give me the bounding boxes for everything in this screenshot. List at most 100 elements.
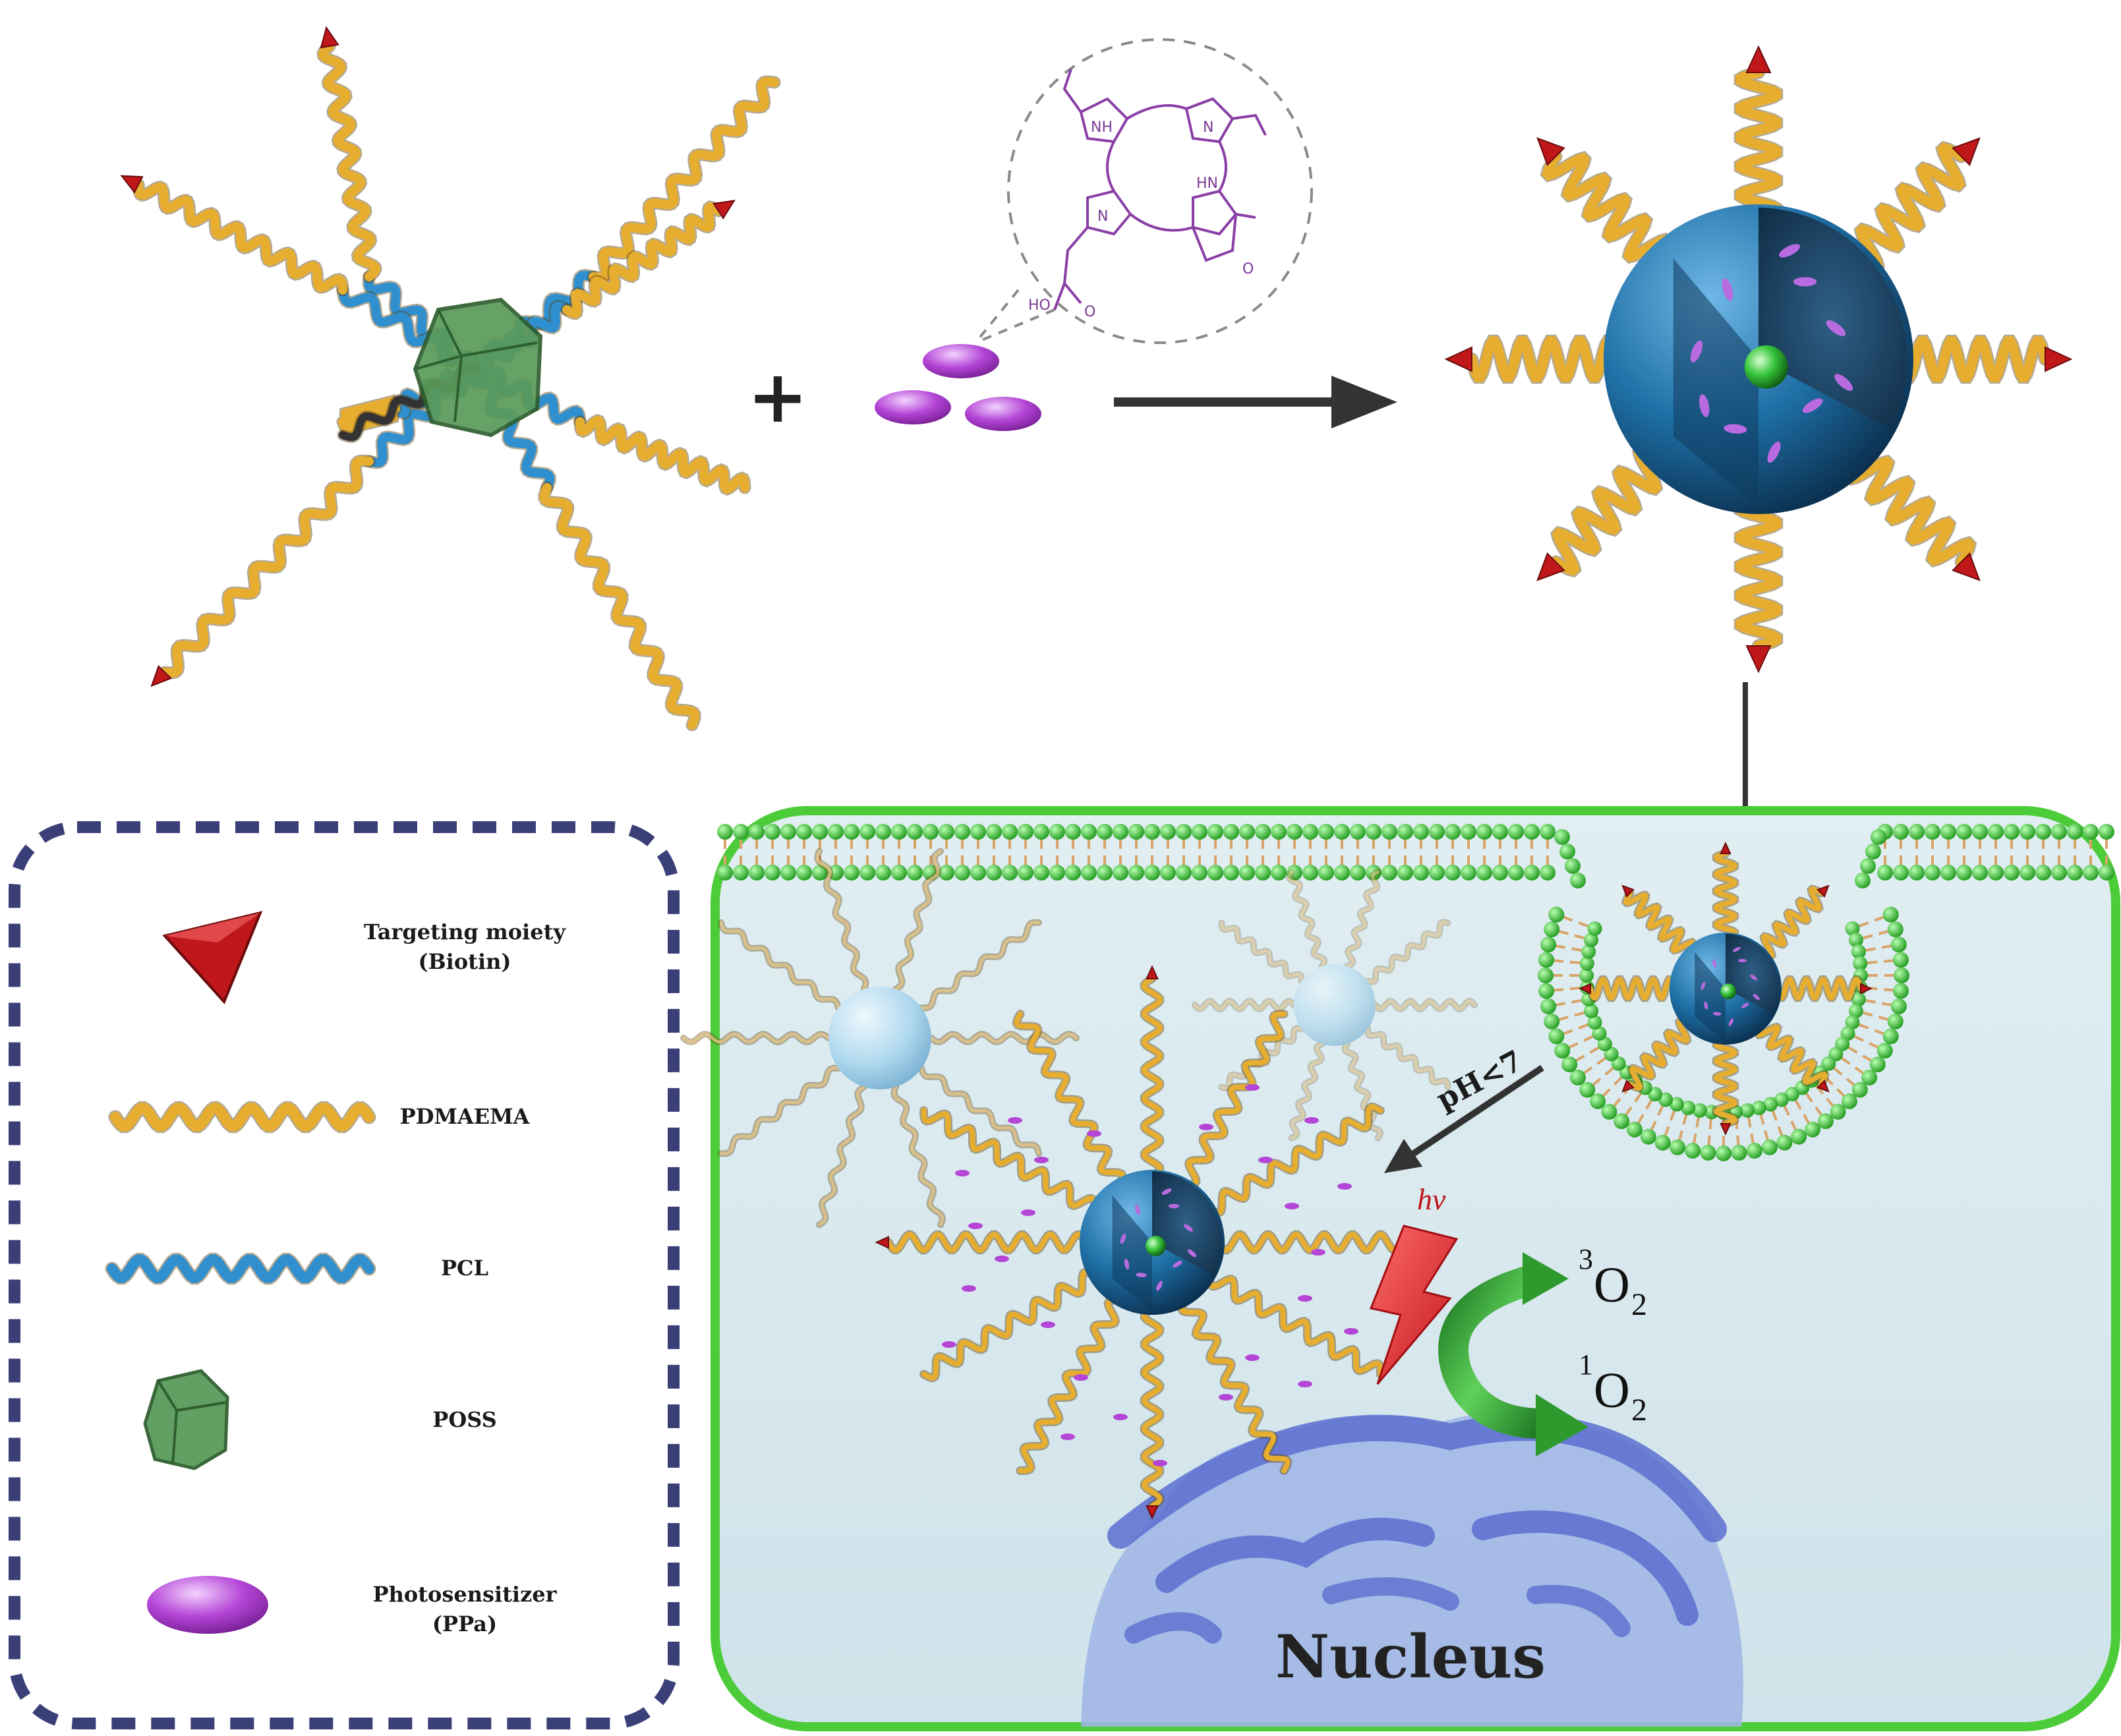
membrane-right-head-bot-1 [1893, 865, 1909, 881]
membrane-left-head-top-46 [1445, 824, 1461, 840]
pdmaema-arm-1 [134, 180, 347, 295]
legend-ppa-icon [147, 1576, 268, 1634]
membrane-right-head-bot-13 [2083, 865, 2099, 881]
released-ppa-23 [1153, 1460, 1167, 1466]
pit-head-in--5 [1853, 956, 1868, 971]
n-label-2: N [1097, 208, 1108, 225]
endo-micelle-corona-0 [1714, 851, 1737, 940]
membrane-left-head-top-4 [780, 824, 796, 840]
membrane-left-head-bot-15 [954, 865, 970, 881]
pale-micelle-right-corona-8 [1345, 870, 1380, 968]
pit-head-in-10 [1851, 992, 1866, 1007]
released-ppa-6 [1285, 1203, 1299, 1209]
center-micelle-ppa-7 [1124, 1258, 1130, 1270]
membrane-left-head-top-21 [1049, 824, 1065, 840]
membrane-right-head-bot-14 [2099, 865, 2114, 881]
pale-micelle-right-corona-7 [1287, 870, 1326, 968]
membrane-left-head-bot-34 [1255, 865, 1271, 881]
membrane-left-head-top-28 [1160, 824, 1176, 840]
pit-head-out-100 [1685, 1142, 1701, 1159]
membrane-left-head-bot-38 [1318, 865, 1334, 881]
pit-head-out-130 [1601, 1103, 1617, 1120]
pit-head-out-140 [1579, 1082, 1596, 1098]
pit-head-in--10 [1851, 944, 1866, 959]
membrane-left-head-top-40 [1350, 824, 1366, 840]
membrane-left-head-top-10 [875, 824, 891, 840]
legend-pdmaema-chain [110, 1103, 374, 1132]
membrane-right-head-top-3 [1925, 824, 1940, 840]
pale-micelle-left-corona-2 [892, 1085, 944, 1227]
membrane-right-head-top-4 [1940, 824, 1956, 840]
pdmaema-arm-6 [160, 456, 374, 678]
singlet-oxygen-sub: 2 [1631, 1393, 1647, 1428]
plus-sign: + [747, 354, 808, 439]
pit-head-out-105 [1670, 1139, 1686, 1155]
pit-head-out-35 [1861, 1069, 1878, 1085]
big-micelle-ppa-1 [1826, 320, 1846, 337]
center-micelle-corona-3 [1216, 1232, 1418, 1253]
endo-micelle-ppa-6 [1753, 994, 1760, 1000]
released-ppa-22 [942, 1341, 956, 1348]
released-ppa-15 [1060, 1433, 1075, 1440]
pit-head-in-80 [1740, 1103, 1755, 1118]
big-micelle-ppa-3 [1690, 340, 1703, 362]
membrane-left-head-bot-28 [1160, 865, 1176, 881]
big-micelle-ppa-4 [1802, 398, 1823, 413]
released-ppa-8 [1298, 1295, 1312, 1302]
legend-poss-label: POSS [432, 1407, 496, 1432]
pit-head-out-200 [1548, 906, 1565, 923]
membrane-left-head-bot-50 [1508, 865, 1524, 881]
neck-left-3 [1570, 873, 1586, 888]
membrane-left-head-top-33 [1239, 824, 1255, 840]
center-micelle-corona-7 [1018, 1297, 1122, 1474]
endo-micelle-corona-4 [1714, 1037, 1737, 1126]
released-ppa-5 [1258, 1157, 1273, 1163]
pit-head-in-100 [1692, 1103, 1707, 1118]
released-ppa-24 [1304, 1117, 1319, 1124]
pit-head-out-90 [1716, 1145, 1731, 1161]
membrane-right-head-bot-11 [2051, 865, 2067, 881]
pit-head-out-110 [1654, 1134, 1671, 1151]
membrane-left-head-bot-21 [1049, 865, 1065, 881]
pale-micelle-left-corona-9 [919, 921, 1041, 1010]
biotin-tip-1 [120, 175, 144, 194]
pdmaema-arm-5 [539, 483, 700, 730]
membrane-left-head-top-11 [891, 824, 907, 840]
membrane-right-head-bot-0 [1877, 865, 1893, 881]
triplet-oxygen-sub: 2 [1631, 1287, 1647, 1322]
endo-micelle-corona-1 [1759, 886, 1824, 959]
releasing-micelle [875, 965, 1430, 1520]
triplet-oxygen-base: O [1594, 1258, 1630, 1313]
pale-micelle-right-corona-3 [1290, 1042, 1324, 1140]
released-ppa-0 [1021, 1209, 1035, 1216]
membrane-right-head-bot-4 [1940, 865, 1956, 881]
pit-head-out-155 [1554, 1043, 1571, 1059]
pale-micelle-left-corona-3 [817, 1085, 866, 1227]
legend-pcl-chain [107, 1254, 374, 1283]
membrane-left-head-bot-25 [1113, 865, 1128, 881]
membrane-left-head-bot-45 [1429, 865, 1445, 881]
big-micelle-biotin-4 [1745, 645, 1772, 674]
membrane-left-head-bot-47 [1461, 865, 1476, 881]
pit-head-out--20 [1882, 906, 1899, 923]
membrane-right-head-bot-7 [1988, 865, 2004, 881]
legend-targeting-line2: (Biotin) [418, 949, 511, 974]
center-micelle-ppa-2 [1135, 1204, 1140, 1215]
big-micelle-corona-4 [1735, 496, 1782, 651]
membrane-left-head-bot-6 [812, 865, 828, 881]
endo-micelle-ppa-5 [1712, 1012, 1722, 1016]
oxygen-conversion-arrow [1438, 1252, 1588, 1457]
membrane-left-head-bot-8 [844, 865, 859, 881]
big-micelle-ppa-0 [1793, 277, 1817, 287]
endocytosed-micelle [1579, 842, 1873, 1136]
triplet-oxygen-sup: 3 [1579, 1243, 1593, 1275]
pale-micelle-right-corona-6 [1220, 921, 1304, 983]
endo-micelle-corona-6 [1588, 977, 1677, 1000]
pit-head-in--15 [1848, 933, 1863, 948]
big-micelle-corona-5 [1550, 446, 1663, 576]
big-micelle-biotin-2 [2045, 346, 2073, 372]
released-ppa-11 [1034, 1157, 1049, 1163]
released-ppa-3 [1041, 1321, 1055, 1328]
membrane-left-head-bot-46 [1445, 865, 1461, 881]
endo-micelle-biotin-7 [1621, 884, 1635, 898]
